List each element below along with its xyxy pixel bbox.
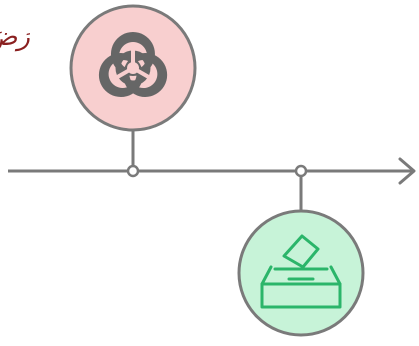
timeline-event-biohazard [69,4,197,178]
event-node [294,164,308,178]
biohazard-icon [98,32,168,98]
timeline-arrowhead [398,157,416,185]
partial-label: رَضَ [0,22,30,52]
event-bubble [237,209,365,337]
ballot-box-icon [260,234,342,309]
event-node [126,164,140,178]
timeline-event-ballot [237,164,365,337]
